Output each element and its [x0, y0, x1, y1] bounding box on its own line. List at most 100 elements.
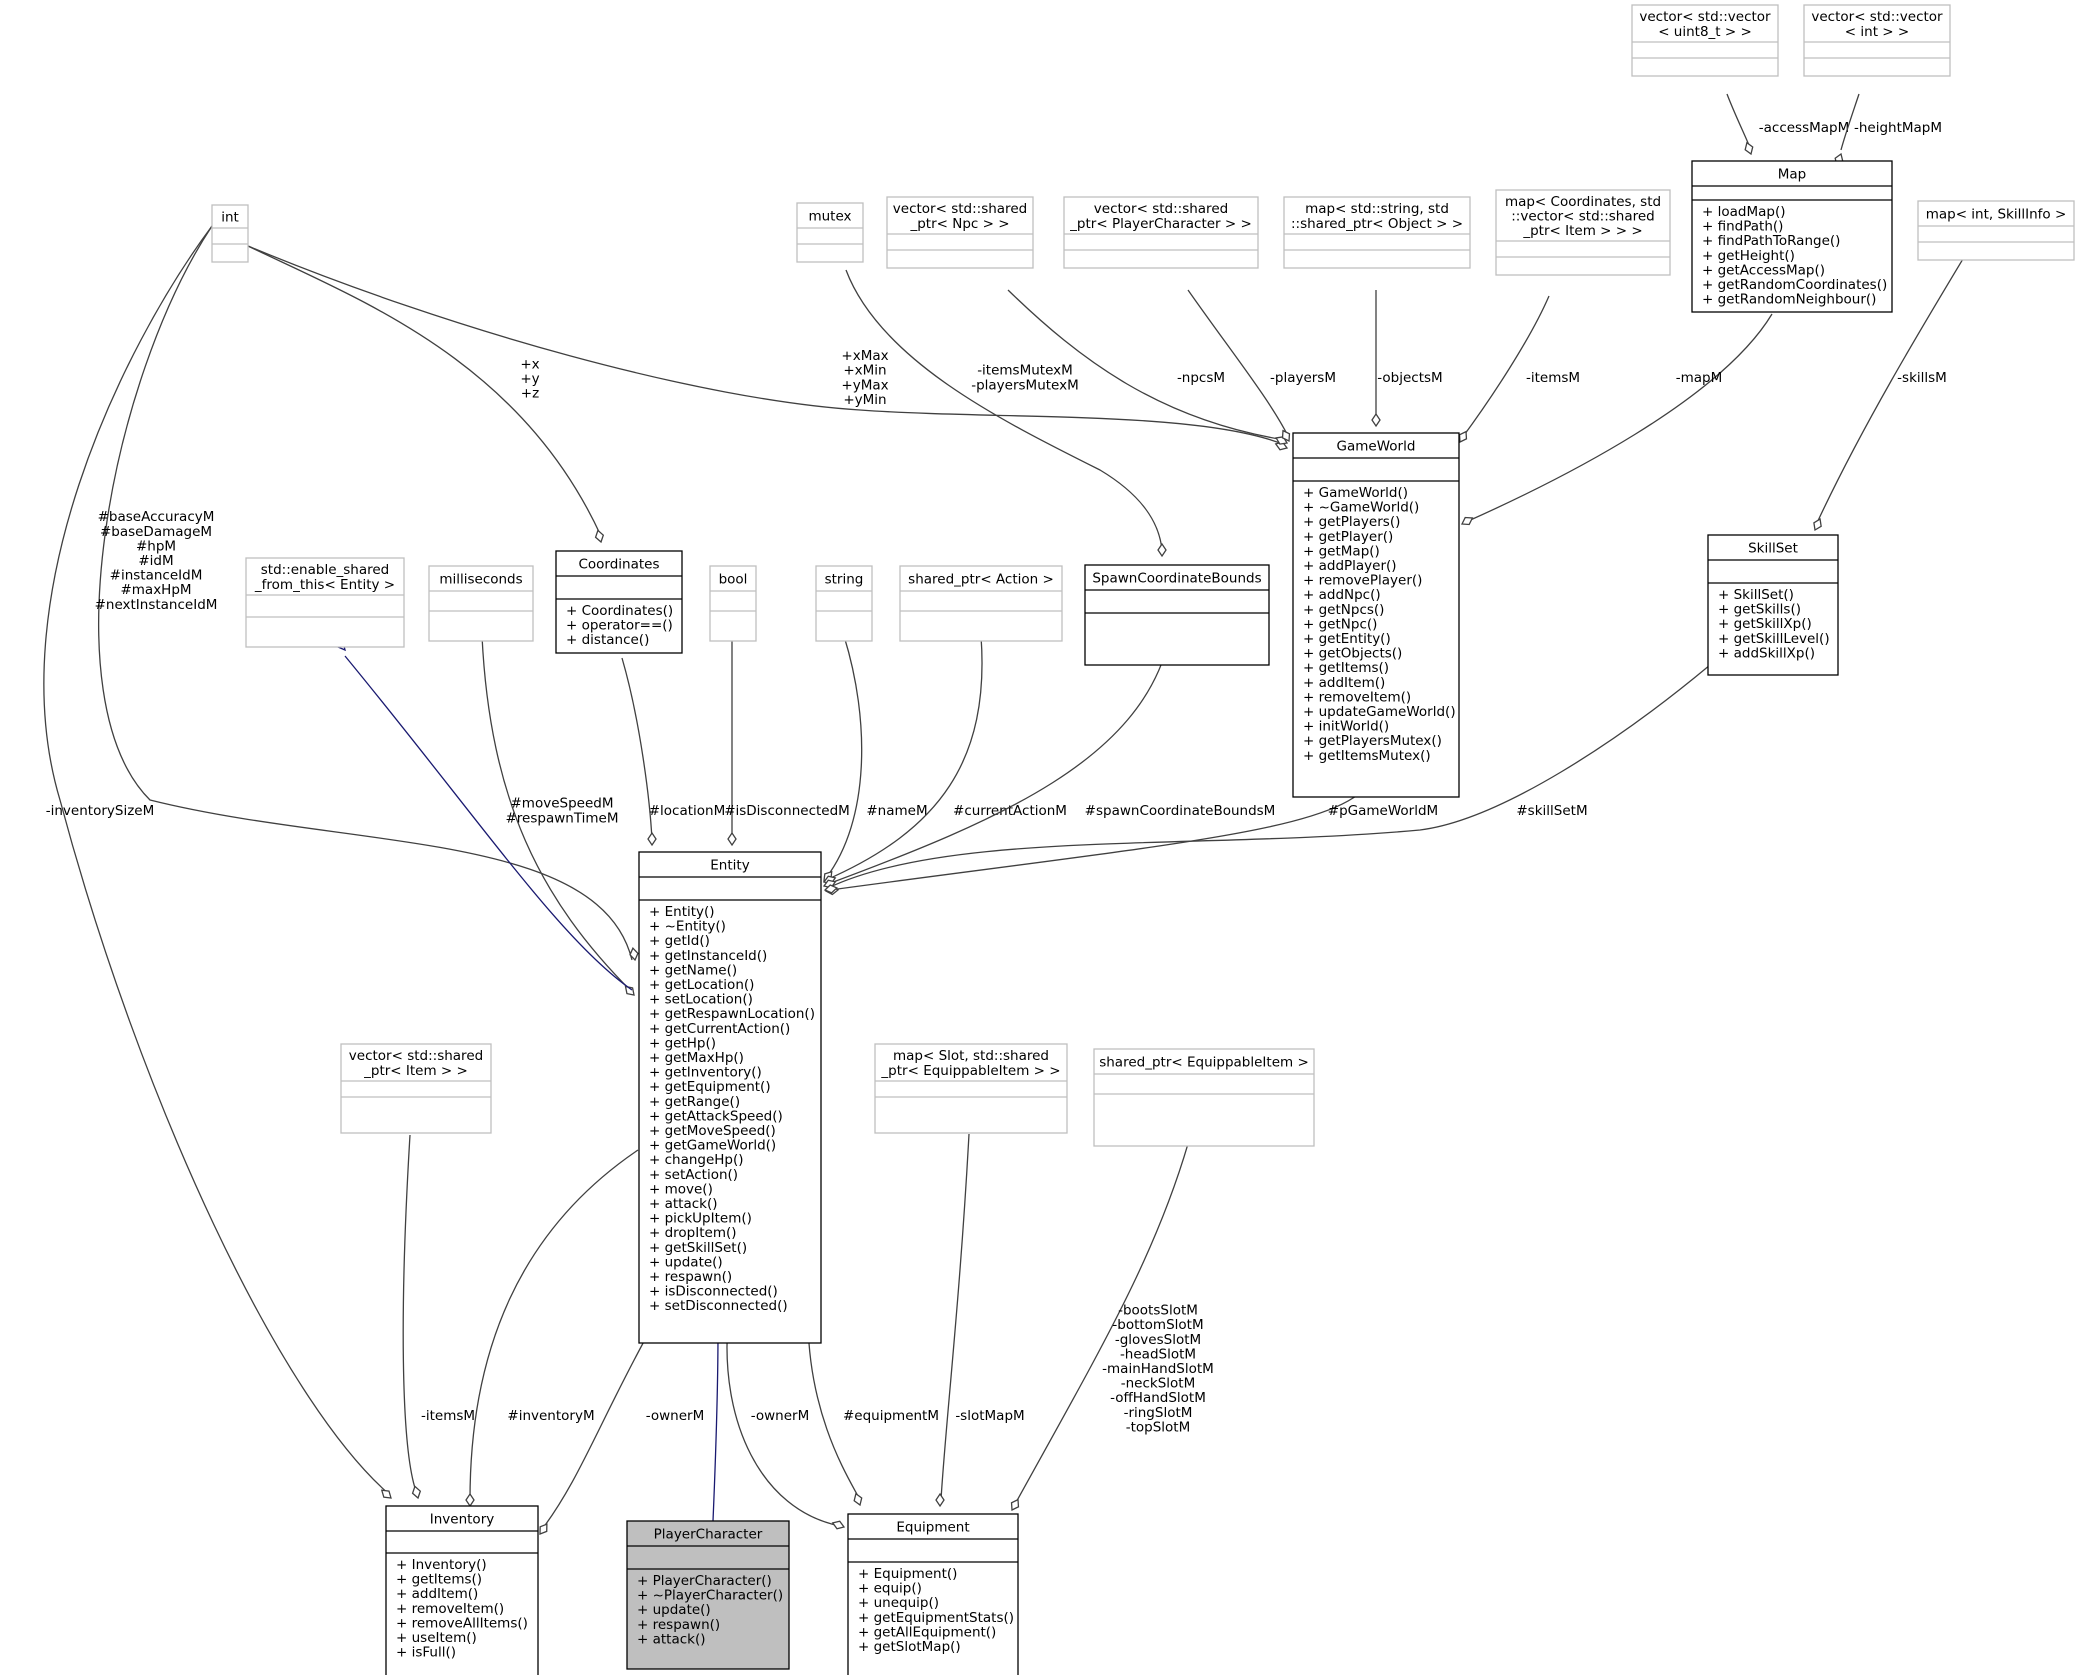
class-method: + update()	[649, 1254, 723, 1270]
class-map-slot[interactable]: map< Slot, std::shared_ptr< EquippableIt…	[874, 1043, 1068, 1134]
class-shared-action[interactable]: shared_ptr< Action >	[899, 565, 1063, 642]
class-map[interactable]: Map+ loadMap()+ findPath()+ findPathToRa…	[1691, 160, 1893, 313]
class-map-skillinfo[interactable]: map< int, SkillInfo >	[1917, 200, 2075, 261]
relation-equipmentM: #equipmentM	[807, 1322, 939, 1507]
class-method: + getEquipmentStats()	[858, 1610, 1014, 1626]
relation-label: -ringSlotM	[1124, 1405, 1193, 1421]
class-method: + PlayerCharacter()	[637, 1573, 772, 1589]
relation-label: -heightMapM	[1854, 120, 1942, 136]
relation-label: +yMax	[841, 377, 888, 393]
relation-label: +y	[520, 371, 539, 387]
class-method: + loadMap()	[1702, 204, 1785, 220]
relation-label: #moveSpeedM	[511, 796, 614, 812]
class-title: Coordinates	[578, 557, 659, 573]
class-title: vector< std::vector	[1639, 9, 1771, 25]
class-title: _ptr< Npc > >	[909, 216, 1009, 232]
class-bool[interactable]: bool	[709, 565, 757, 642]
aggregation-diamond	[629, 947, 639, 962]
relation-label: #nextInstanceIdM	[95, 597, 218, 613]
class-title: PlayerCharacter	[654, 1527, 763, 1543]
relation-label: -slotMapM	[955, 1408, 1024, 1424]
relation-label: -bottomSlotM	[1112, 1317, 1203, 1333]
class-method: + getName()	[649, 962, 737, 978]
class-title: vector< std::shared	[1094, 201, 1228, 217]
class-method: + removePlayer()	[1303, 573, 1422, 589]
class-method: + attack()	[649, 1196, 718, 1212]
class-title: _from_this< Entity >	[254, 577, 395, 593]
class-method: + changeHp()	[649, 1152, 744, 1168]
class-vec-player[interactable]: vector< std::shared_ptr< PlayerCharacter…	[1063, 196, 1259, 269]
relation-label: #currentActionM	[953, 803, 1067, 819]
relation-label: -inventorySizeM	[46, 803, 154, 819]
aggregation-diamond	[1460, 516, 1474, 526]
class-method: + getSlotMap()	[858, 1639, 961, 1655]
relation-spawnBounds: #spawnCoordinateBoundsM	[822, 639, 1276, 889]
class-string[interactable]: string	[815, 565, 873, 642]
relation-inventoryM: #inventoryM	[465, 1149, 639, 1508]
class-method: + getRandomCoordinates()	[1702, 277, 1887, 293]
relation-label: #respawnTimeM	[505, 810, 618, 826]
relation-bounds: +xMax+xMin+yMax+yMin	[247, 245, 1289, 451]
class-method: + getAttackSpeed()	[649, 1108, 783, 1124]
class-map-coord-items[interactable]: map< Coordinates, std::vector< std::shar…	[1495, 189, 1671, 276]
class-title: ::shared_ptr< Object > >	[1291, 216, 1463, 232]
class-milliseconds[interactable]: milliseconds	[428, 565, 534, 642]
class-vec-item[interactable]: vector< std::shared_ptr< Item > >	[340, 1043, 492, 1134]
relation-label: -neckSlotM	[1121, 1376, 1196, 1392]
relation-label: -bootsSlotM	[1118, 1303, 1198, 1319]
class-vec-int[interactable]: vector< std::vector< int > >	[1803, 4, 1951, 77]
class-method: + attack()	[637, 1631, 706, 1647]
aggregation-diamond	[1281, 429, 1291, 443]
relation-label: #inventoryM	[507, 1408, 594, 1424]
class-title: milliseconds	[439, 572, 522, 588]
aggregation-diamond	[1274, 441, 1289, 451]
class-inventory[interactable]: Inventory+ Inventory()+ getItems()+ addI…	[385, 1505, 539, 1675]
class-skillset[interactable]: SkillSet+ SkillSet()+ getSkills()+ getSk…	[1707, 534, 1839, 676]
class-method: + getHp()	[649, 1035, 716, 1051]
class-method: + addNpc()	[1303, 587, 1381, 603]
relation-heightMap: -heightMapM	[1834, 93, 1942, 167]
relation-items_gw: -itemsM	[1458, 295, 1580, 444]
class-method: + getObjects()	[1303, 646, 1402, 662]
class-gameworld[interactable]: GameWorld+ GameWorld()+ ~GameWorld()+ ge…	[1292, 432, 1460, 798]
class-method: + initWorld()	[1303, 719, 1389, 735]
class-mutex[interactable]: mutex	[796, 202, 864, 263]
relation-label: -offHandSlotM	[1110, 1390, 1206, 1406]
class-title: std::enable_shared	[261, 562, 390, 578]
class-method: + ~GameWorld()	[1303, 500, 1419, 516]
aggregation-diamond	[1157, 542, 1167, 558]
class-method: + ~Entity()	[649, 919, 726, 935]
relation-label: #baseAccuracyM	[98, 509, 215, 525]
aggregation-diamond	[380, 1489, 392, 1499]
class-player-character[interactable]: PlayerCharacter + PlayerCharacter()+ ~Pla…	[626, 1520, 790, 1670]
class-vec-npc[interactable]: vector< std::shared_ptr< Npc > >	[886, 196, 1034, 269]
relation-label: -ownerM	[751, 1408, 809, 1424]
relation-inventorySize: -inventorySizeM	[43, 225, 392, 1499]
class-method: + useItem()	[396, 1630, 477, 1646]
class-shared-equip[interactable]: shared_ptr< EquippableItem >	[1093, 1048, 1315, 1147]
class-title: vector< std::shared	[349, 1048, 483, 1064]
aggregation-diamond	[1458, 430, 1468, 444]
class-coordinates[interactable]: Coordinates+ Coordinates()+ operator==()…	[555, 550, 683, 654]
class-method: + equip()	[858, 1581, 922, 1597]
class-title: _ptr< EquippableItem > >	[880, 1063, 1060, 1079]
class-map-object[interactable]: map< std::string, std::shared_ptr< Objec…	[1283, 196, 1471, 269]
class-vec-uint8[interactable]: vector< std::vector< uint8_t > >	[1631, 4, 1779, 77]
aggregation-diamond	[411, 1485, 422, 1500]
relation-label: #spawnCoordinateBoundsM	[1085, 803, 1276, 819]
class-spawn-bounds[interactable]: SpawnCoordinateBounds	[1084, 564, 1270, 666]
class-method: + getAccessMap()	[1702, 262, 1825, 278]
class-method: + getId()	[649, 933, 710, 949]
class-method: + setDisconnected()	[649, 1298, 788, 1314]
class-method: + Coordinates()	[566, 603, 673, 619]
class-title: bool	[719, 572, 748, 588]
class-entity[interactable]: Entity+ Entity()+ ~Entity()+ getId()+ ge…	[638, 851, 822, 1344]
class-method: + getSkillXp()	[1718, 616, 1812, 632]
class-equipment[interactable]: Equipment+ Equipment()+ equip()+ unequip…	[847, 1513, 1019, 1675]
class-method: + ~PlayerCharacter()	[637, 1588, 783, 1604]
class-int[interactable]: int	[211, 204, 249, 263]
class-enable-shared[interactable]: std::enable_shared_from_this< Entity >	[245, 557, 405, 648]
relation-label: -itemsMutexM	[977, 363, 1073, 379]
class-method: + getLocation()	[649, 977, 754, 993]
class-method: + removeAllItems()	[396, 1615, 528, 1631]
